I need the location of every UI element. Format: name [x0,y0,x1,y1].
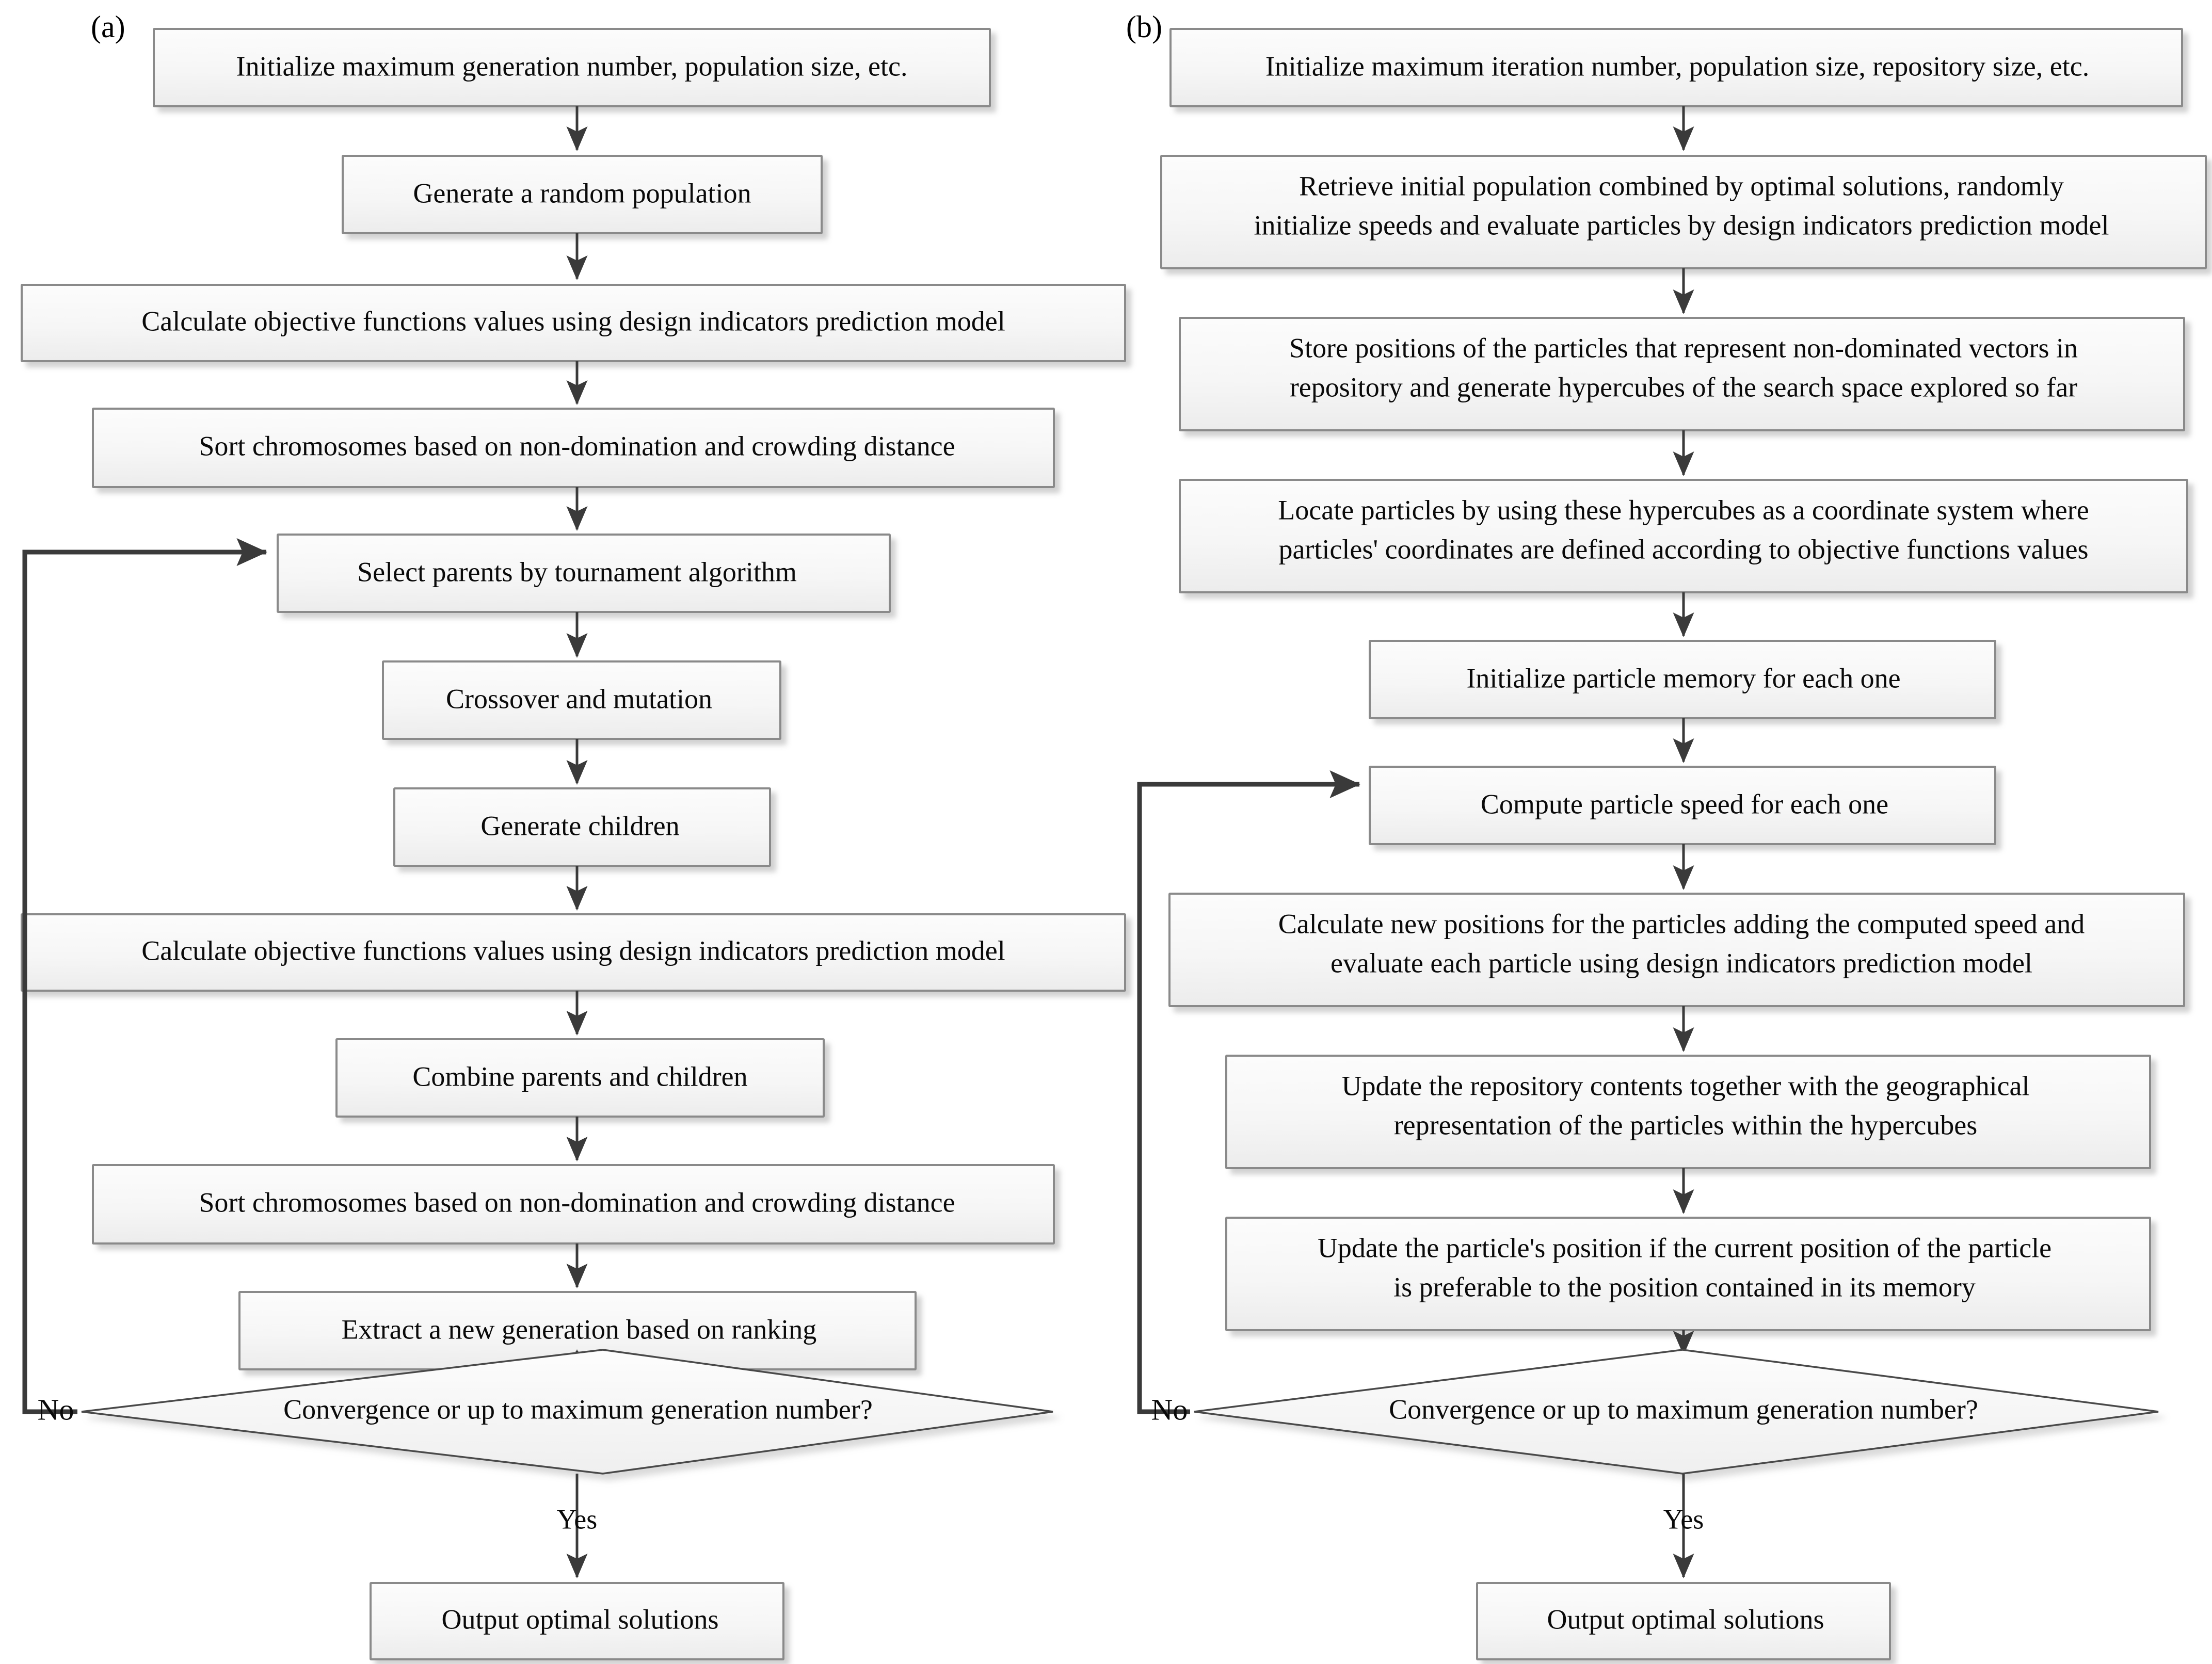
node-b4[interactable]: Locate particles by using these hypercub… [1179,479,2188,593]
edge-b10-b6-no-loop [1137,770,1360,1414]
node-b5[interactable]: Initialize particle memory for each one [1369,640,1996,719]
node-a12-label: Convergence or up to maximum generation … [283,1394,873,1425]
node-a10[interactable]: Sort chromosomes based on non-domination… [92,1164,1055,1245]
node-b7-rect[interactable] [1168,893,2185,1007]
node-b11[interactable]: Output optimal solutions [1476,1582,1891,1660]
node-b2[interactable]: Retrieve initial population combined by … [1160,155,2207,269]
node-a13-rect[interactable] [370,1582,784,1660]
edge-label-a-no: No [38,1393,74,1426]
node-a13-label: Output optimal solutions [441,1604,718,1635]
node-b8-label-line2: representation of the particles within t… [1394,1109,1978,1140]
node-a11[interactable]: Extract a new generation based on rankin… [238,1291,917,1370]
node-b2-label-line2: initialize speeds and evaluate particles… [1254,209,2109,240]
node-a8[interactable]: Calculate objective functions values usi… [21,913,1126,992]
node-b9[interactable]: Update the particle's position if the cu… [1225,1217,2151,1331]
node-a5-rect[interactable] [277,534,891,613]
node-b3-label-line2: repository and generate hypercubes of th… [1290,371,2077,402]
node-a4-rect[interactable] [92,408,1055,488]
node-a13[interactable]: Output optimal solutions [370,1582,784,1660]
node-b7-label-line2: evaluate each particle using design indi… [1331,947,2032,978]
node-a2[interactable]: Generate a random population [342,155,823,234]
node-b10[interactable]: Convergence or up to maximum generation … [1194,1349,2159,1475]
node-b3-rect[interactable] [1179,317,2185,431]
node-b1-rect[interactable] [1169,28,2183,107]
edge-label-a-yes: Yes [557,1504,598,1534]
node-a11-label: Extract a new generation based on rankin… [342,1314,817,1345]
node-b6-label: Compute particle speed for each one [1481,788,1888,819]
node-a2-label: Generate a random population [413,177,751,208]
node-b8-label-line1: Update the repository contents together … [1341,1070,2029,1101]
panel-label-a: (a) [91,10,125,44]
node-a7-rect[interactable] [393,787,771,867]
node-b2-label-line1: Retrieve initial population combined by … [1299,170,2064,201]
node-a12-diamond[interactable] [81,1349,1053,1475]
panel-label-b: (b) [1126,10,1162,44]
node-a5-label: Select parents by tournament algorithm [357,556,797,587]
node-a1[interactable]: Initialize maximum generation number, po… [153,28,991,107]
node-a8-label: Calculate objective functions values usi… [141,935,1005,966]
node-a6-rect[interactable] [382,660,781,740]
node-a12[interactable]: Convergence or up to maximum generation … [81,1349,1053,1475]
node-a6-label: Crossover and mutation [446,683,712,714]
node-a10-label: Sort chromosomes based on non-domination… [199,1187,955,1218]
node-b3[interactable]: Store positions of the particles that re… [1179,317,2185,431]
node-a8-rect[interactable] [21,913,1126,992]
node-b8-rect[interactable] [1225,1055,2151,1169]
node-a3-label: Calculate objective functions values usi… [141,305,1005,336]
node-a7[interactable]: Generate children [393,787,771,867]
node-a9-label: Combine parents and children [412,1061,747,1092]
node-a9-rect[interactable] [335,1038,825,1118]
node-b11-rect[interactable] [1476,1582,1891,1660]
node-a3-rect[interactable] [21,284,1126,362]
node-a5[interactable]: Select parents by tournament algorithm [277,534,891,613]
node-b4-label-line1: Locate particles by using these hypercub… [1278,494,2089,525]
node-b1[interactable]: Initialize maximum iteration number, pop… [1169,28,2183,107]
node-a6[interactable]: Crossover and mutation [382,660,781,740]
node-b6[interactable]: Compute particle speed for each one [1369,766,1996,845]
node-a1-rect[interactable] [153,28,991,107]
node-b7-label-line1: Calculate new positions for the particle… [1278,908,2085,939]
node-a4[interactable]: Sort chromosomes based on non-domination… [92,408,1055,488]
node-b10-label: Convergence or up to maximum generation … [1389,1394,1978,1425]
edge-a12-a5-no-loop [22,538,267,1414]
edge-label-b-yes: Yes [1663,1504,1704,1534]
node-a9[interactable]: Combine parents and children [335,1038,825,1118]
node-a3[interactable]: Calculate objective functions values usi… [21,284,1126,362]
node-b1-label: Initialize maximum iteration number, pop… [1265,51,2089,82]
node-a7-label: Generate children [480,810,679,841]
node-a4-label: Sort chromosomes based on non-domination… [199,430,955,461]
node-a2-rect[interactable] [342,155,823,234]
node-b9-label-line1: Update the particle's position if the cu… [1318,1232,2051,1263]
node-b4-label-line2: particles' coordinates are defined accor… [1278,534,2088,564]
node-b9-label-line2: is preferable to the position contained … [1393,1271,1976,1302]
node-a10-rect[interactable] [92,1164,1055,1245]
node-b8[interactable]: Update the repository contents together … [1225,1055,2151,1169]
node-b5-label: Initialize particle memory for each one [1466,663,1900,693]
node-a1-label: Initialize maximum generation number, po… [236,51,908,82]
node-b9-rect[interactable] [1225,1217,2151,1331]
node-b3-label-line1: Store positions of the particles that re… [1289,332,2078,363]
edge-label-b-no: No [1151,1393,1188,1426]
node-b11-label: Output optimal solutions [1547,1604,1824,1635]
node-b7[interactable]: Calculate new positions for the particle… [1168,893,2185,1007]
